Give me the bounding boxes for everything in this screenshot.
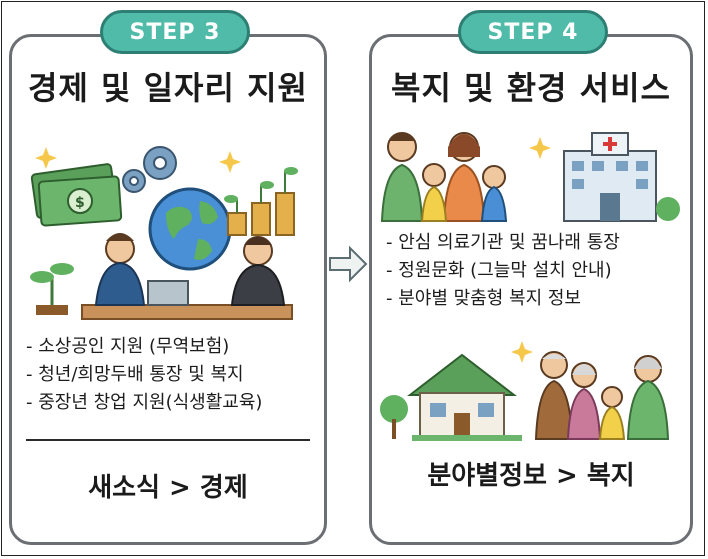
step4-title: 복지 및 환경 서비스 xyxy=(391,69,671,107)
economy-illustration: $ xyxy=(30,146,298,320)
house-icon xyxy=(407,353,522,441)
elderly-family-illustration xyxy=(534,351,670,440)
list-item: - 정원문화 (그늘막 설치 안내) xyxy=(386,260,612,281)
step4-bullet-list: - 안심 의료기관 및 꿈나래 통장 - 정원문화 (그늘막 설치 안내) - … xyxy=(386,229,620,313)
step4-card: 복지 및 환경 서비스 xyxy=(369,34,693,545)
divider xyxy=(26,439,310,441)
sprout-icon xyxy=(30,263,74,315)
svg-text:$: $ xyxy=(75,195,85,211)
hospital-icon xyxy=(563,132,680,222)
money-icon: $ xyxy=(30,163,123,227)
step3-footer-path: 새소식 > 경제 xyxy=(88,473,248,503)
arrow-right-icon xyxy=(329,245,368,283)
globe-icon xyxy=(148,187,232,271)
sparkle-icon xyxy=(529,137,551,159)
step3-bullet-list: - 소상공인 지원 (무역보험) - 청년/희망두배 통장 및 복지 - 중장년… xyxy=(26,333,262,417)
list-item: - 분야별 맞춤형 복지 정보 xyxy=(386,288,581,309)
list-item: - 중장년 창업 지원(식생활교육) xyxy=(26,392,263,413)
welfare-illustration xyxy=(380,132,680,222)
step3-title: 경제 및 일자리 지원 xyxy=(28,69,308,107)
step4-footer-path: 분야별정보 > 복지 xyxy=(427,461,635,491)
family-illustration xyxy=(380,132,508,222)
list-item: - 소상공인 지원 (무역보험) xyxy=(26,336,230,357)
sparkle-icon xyxy=(35,147,241,173)
gear-icon xyxy=(122,146,177,193)
sparkle-icon xyxy=(511,341,533,363)
step3-badge: STEP 3 xyxy=(100,10,250,54)
housing-illustration xyxy=(380,341,670,441)
step4-badge: STEP 4 xyxy=(458,10,608,54)
business-meeting-illustration xyxy=(81,233,293,320)
list-item: - 청년/희망두배 통장 및 복지 xyxy=(26,364,244,385)
coin-plant-icon xyxy=(224,167,298,236)
list-item: - 안심 의료기관 및 꿈나래 통장 xyxy=(386,232,620,253)
step3-card: 경제 및 일자리 지원 $ xyxy=(9,34,327,545)
